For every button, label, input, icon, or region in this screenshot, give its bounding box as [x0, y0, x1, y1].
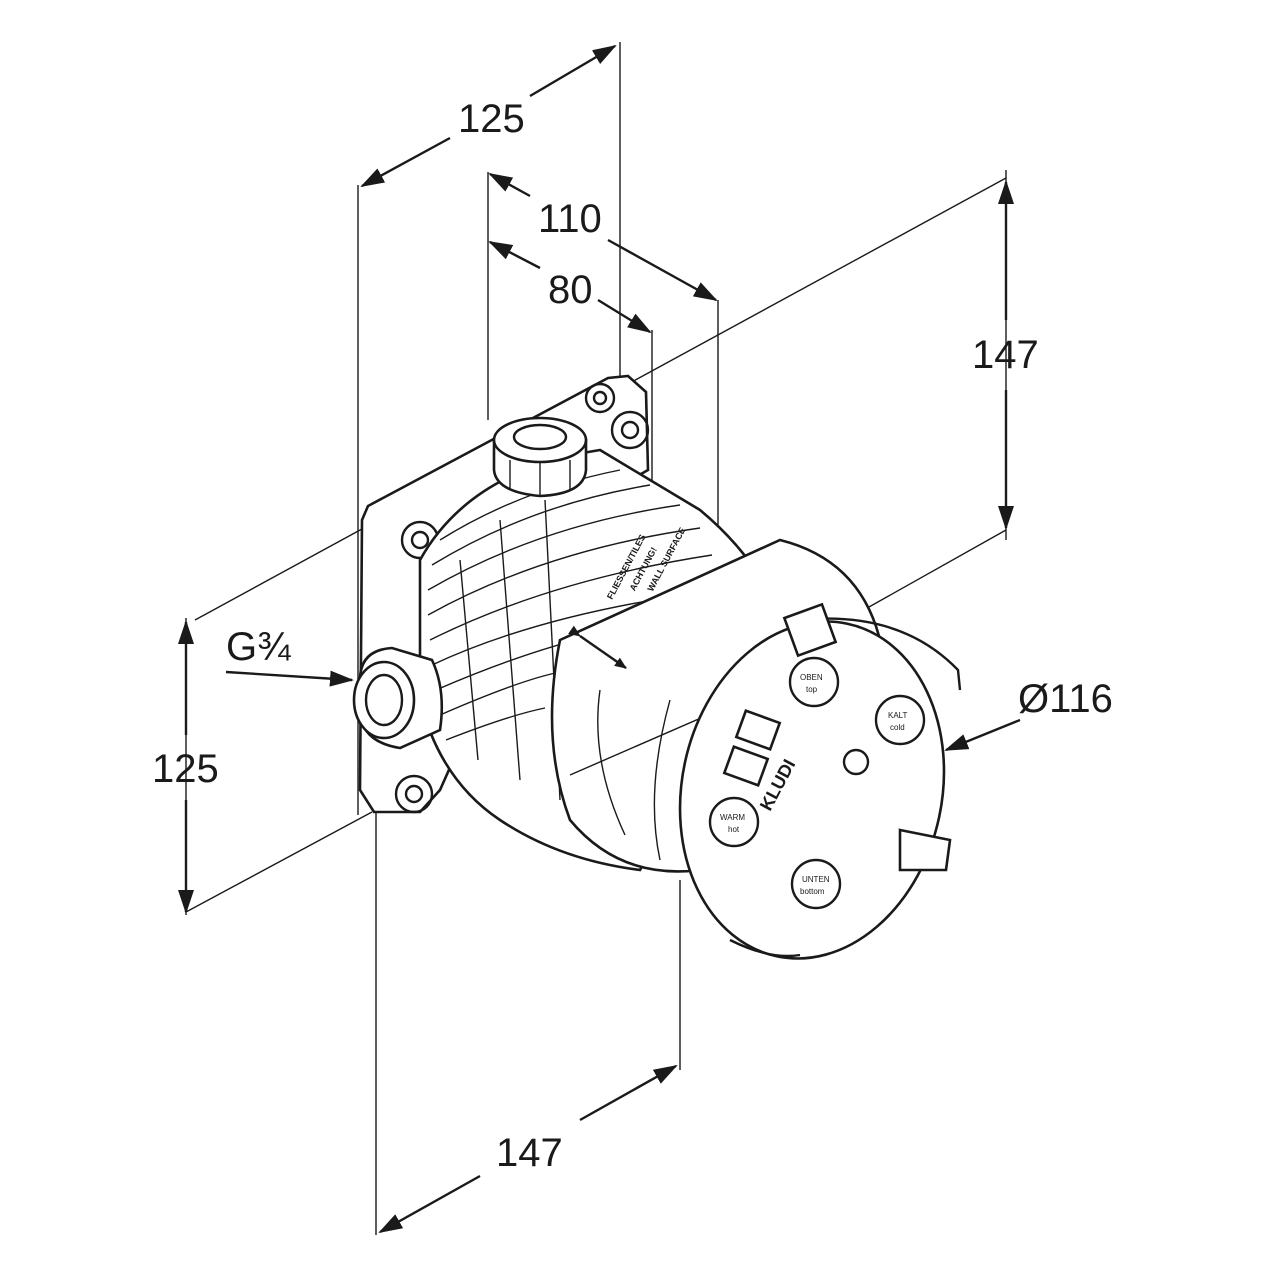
port-marking-hot: WARM hot [708, 796, 760, 848]
dimension-lines [178, 44, 1021, 1234]
side-port-g34 [352, 646, 444, 750]
port-hot-sub: hot [728, 825, 740, 834]
valve-body: FLIESSEN/TILES ACHTUNG! WALL SURFACE OBE… [352, 374, 962, 960]
front-cover-disk [678, 602, 962, 960]
port-hot-label: WARM [720, 813, 745, 822]
dim-flange-height: 125 [152, 747, 219, 791]
dimension-labels: 125 110 80 147 125 147 Ø116 G¾ [152, 97, 1113, 1175]
dim-depth-80: 80 [548, 268, 593, 312]
port-marking-bottom: UNTEN bottom [790, 858, 842, 910]
dim-diameter: Ø116 [1018, 677, 1113, 721]
dim-depth-110: 110 [538, 197, 602, 241]
port-bottom-label: UNTEN [802, 875, 830, 884]
port-cold-label: KALT [888, 711, 908, 720]
port-top-sub: top [806, 685, 818, 694]
port-marking-top: OBEN top [788, 656, 840, 708]
top-inlet-nut [492, 416, 588, 498]
wall-surface-arrow-icon [568, 625, 627, 669]
dim-thread: G¾ [226, 625, 291, 669]
dim-total-depth: 125 [458, 97, 525, 141]
port-cold-sub: cold [890, 723, 905, 732]
dim-height: 147 [972, 333, 1039, 377]
dim-width: 147 [496, 1131, 563, 1175]
port-top-label: OBEN [800, 673, 823, 682]
port-bottom-sub: bottom [800, 887, 825, 896]
port-marking-cold: KALT cold [874, 694, 926, 746]
brand-logo-icon [842, 748, 870, 776]
